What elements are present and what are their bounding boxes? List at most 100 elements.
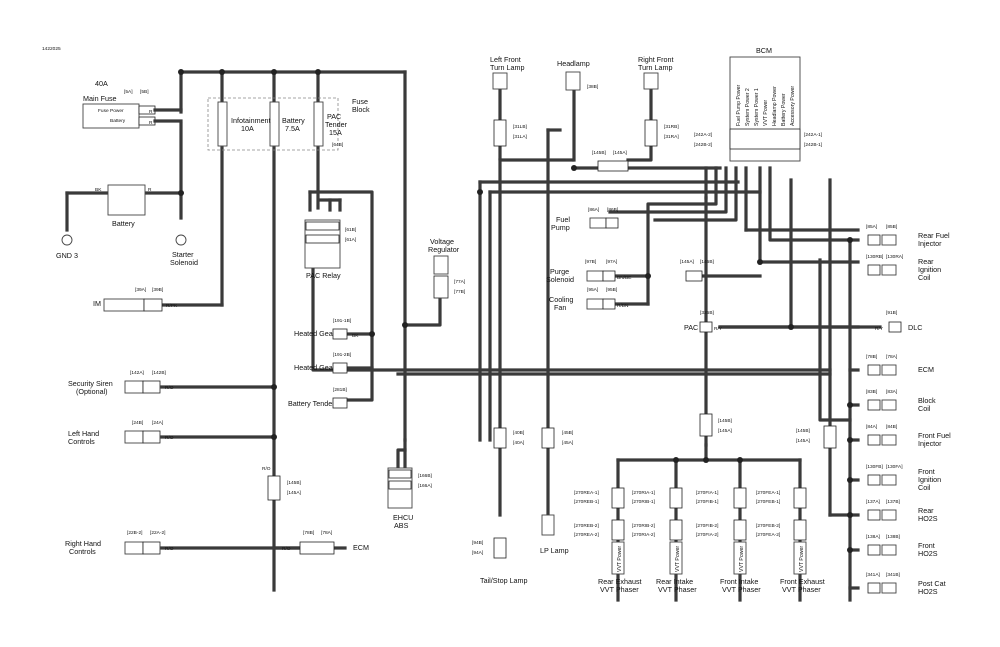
heated-gear-1-label: Heated Gear bbox=[294, 329, 336, 338]
purge-solenoid[interactable]: Purge Solenoid [97B] [97A] BN/BE bbox=[546, 259, 631, 284]
right-hand-controls[interactable]: Right Hand Controls [22B-2] [22A-2] R/O bbox=[65, 530, 174, 556]
right-connector-b: [78A] bbox=[886, 354, 897, 360]
c78b-left: [78B] bbox=[303, 530, 314, 536]
c31lb: [31LB] bbox=[513, 124, 527, 130]
phaser-connector-top: [270REB-1] bbox=[574, 499, 599, 505]
right-component-label: Injector bbox=[918, 239, 942, 248]
left-ro: R/O bbox=[165, 435, 174, 441]
c22b2: [22B-2] bbox=[127, 530, 142, 536]
heated-gear-1[interactable]: Heated Gear [191-1B] BK bbox=[294, 318, 359, 340]
lp-lamp[interactable]: [45B] [45A] LP Lamp bbox=[540, 427, 573, 555]
connector-145-top[interactable]: [145B] [145A] bbox=[592, 150, 629, 172]
vvt-phaser[interactable]: VVT Power[270FIA-1][270FIB-1][270FIB-2][… bbox=[696, 487, 761, 594]
battery-tender[interactable]: Battery Tender [281B] bbox=[288, 387, 348, 409]
battery-pin: Battery bbox=[110, 118, 126, 124]
c45a: [45A] bbox=[562, 440, 573, 446]
right-connector-a: [83B] bbox=[866, 389, 877, 395]
vreg-label-1: Voltage bbox=[430, 237, 454, 246]
right-connector-a: [78B] bbox=[866, 354, 877, 360]
connector-145-center[interactable]: [145B] [145A] bbox=[699, 413, 732, 437]
fuse-icon bbox=[313, 101, 324, 147]
voltage-regulator[interactable]: Voltage Regulator [77A] [77B] bbox=[428, 237, 465, 299]
main-fuse-wires bbox=[153, 108, 183, 123]
right-front-turn-lamp[interactable]: Right Front Turn Lamp [31RB] [31RA] bbox=[638, 55, 679, 147]
bcm-pin-label: Battery Power bbox=[781, 93, 787, 126]
c242b1: [242B-1] bbox=[804, 142, 822, 148]
siren-label-1: Security Siren bbox=[68, 379, 113, 388]
battery[interactable]: Battery BK R bbox=[95, 184, 152, 228]
main-fuse-rating: 40A bbox=[95, 79, 108, 88]
battery-bk: BK bbox=[95, 187, 102, 193]
fuel-pump[interactable]: Fuel Pump [86A] [86B] bbox=[551, 207, 619, 232]
headlamp[interactable]: Headlamp [38B] bbox=[557, 59, 598, 91]
bcm-pin-label: Accessory Power bbox=[790, 86, 796, 126]
vvt-power-label: VVT Power bbox=[799, 546, 805, 572]
ecm-left[interactable]: ECM [78B] [78A] R/O bbox=[282, 530, 369, 555]
main-fuse[interactable]: 40A Main Fuse [5A] [5B] Fuse Power Batte… bbox=[82, 79, 156, 129]
fan-label-2: Fan bbox=[554, 303, 566, 312]
c40b: [40B] bbox=[513, 430, 524, 436]
battery-tender-label: Battery Tender bbox=[288, 399, 335, 408]
c24b: [24B] bbox=[132, 420, 143, 426]
security-siren[interactable]: Security Siren (Optional) [142A] [142B] … bbox=[68, 370, 174, 396]
phaser-connector-bottom: [270FEA-2] bbox=[756, 532, 780, 538]
fan-label-1: Cooling bbox=[549, 295, 573, 304]
phaser-label: Rear Intake bbox=[656, 577, 693, 586]
ground-icon bbox=[61, 234, 73, 246]
fan-rbn: R/BN bbox=[617, 303, 629, 309]
right-component-label: Injector bbox=[918, 439, 942, 448]
battery-icon bbox=[107, 184, 146, 216]
connector-145-mid[interactable]: [145A] [145B] bbox=[680, 259, 714, 282]
right-connector-a: [341A] bbox=[866, 572, 880, 578]
vvt-phaser[interactable]: VVT Power[270RIA-1][270RIB-1][270RIB-2][… bbox=[632, 487, 697, 594]
right-component[interactable]: [78B][78A]ECM bbox=[866, 354, 934, 376]
dlc[interactable]: DLC [91B] R/Y bbox=[875, 310, 922, 333]
main-fuse-r1: R bbox=[149, 109, 153, 115]
phaser-connector-top: [270FEA-1] bbox=[756, 490, 780, 496]
c39b: [39B] bbox=[152, 287, 163, 293]
lp-lamp-label: LP Lamp bbox=[540, 546, 569, 555]
main-fuse-r2: R bbox=[149, 120, 153, 126]
ecm-left-label: ECM bbox=[353, 543, 369, 552]
c242b2: [242B-2] bbox=[694, 142, 712, 148]
starter-label-2: Solenoid bbox=[170, 258, 198, 267]
right-connector-b: [341B] bbox=[886, 572, 900, 578]
heated-gear-2[interactable]: Heated Gear [191-2B] bbox=[294, 352, 351, 374]
c86b: [86B] bbox=[607, 207, 618, 213]
c145a-right: [145A] bbox=[796, 438, 810, 444]
bcm-label: BCM bbox=[756, 46, 772, 55]
connector-145-right[interactable]: [145B] [145A] bbox=[796, 425, 837, 449]
right-component-label: Rear bbox=[918, 506, 934, 515]
right-component-label: Coil bbox=[918, 273, 931, 282]
cooling-fan[interactable]: Cooling Fan [95A] [95B] R/BN bbox=[549, 287, 629, 312]
vvt-phaser[interactable]: VVT Power[270REA-1][270REB-1][270REB-2][… bbox=[574, 487, 642, 594]
ehcu-abs[interactable]: EHCU ABS [166B] [166A] bbox=[387, 467, 432, 530]
connector-145-left[interactable]: [145B] [145A] R/O bbox=[262, 466, 301, 501]
fuse-block-label-1: Fuse bbox=[352, 97, 368, 106]
right-controls-label-1: Right Hand bbox=[65, 539, 101, 548]
pac-connector[interactable]: PAC [325B] R/Y bbox=[684, 310, 723, 333]
phaser-connector-bottom: [270FIB-2] bbox=[696, 523, 718, 529]
fuse-block[interactable]: Fuse Block [64B] Infotainment 10A Batter… bbox=[207, 97, 370, 151]
c97b: [97B] bbox=[585, 259, 596, 265]
left-front-turn-lamp[interactable]: Left Front Turn Lamp [31LB] [31LA] bbox=[490, 55, 527, 147]
pac-relay[interactable]: PAC Relay [61B] [61A] bbox=[304, 219, 356, 280]
purge-bnbe: BN/BE bbox=[617, 275, 631, 281]
fuse-icon bbox=[217, 101, 228, 147]
c31rb: [31RB] bbox=[664, 124, 679, 130]
left-hand-controls[interactable]: Left Hand Controls [24B] [24A] R/O bbox=[68, 420, 174, 446]
vvt-phaser[interactable]: VVT Power[270FEA-1][270FEB-1][270FEB-2][… bbox=[756, 487, 825, 594]
tail-stop-lamp[interactable]: [40B] [40A] [94B] [94A] Tail/Stop Lamp bbox=[472, 427, 528, 585]
phaser-connector-top: [270FEB-1] bbox=[756, 499, 780, 505]
im-connector[interactable]: IM [39A] [39B] R/PK bbox=[93, 287, 178, 312]
